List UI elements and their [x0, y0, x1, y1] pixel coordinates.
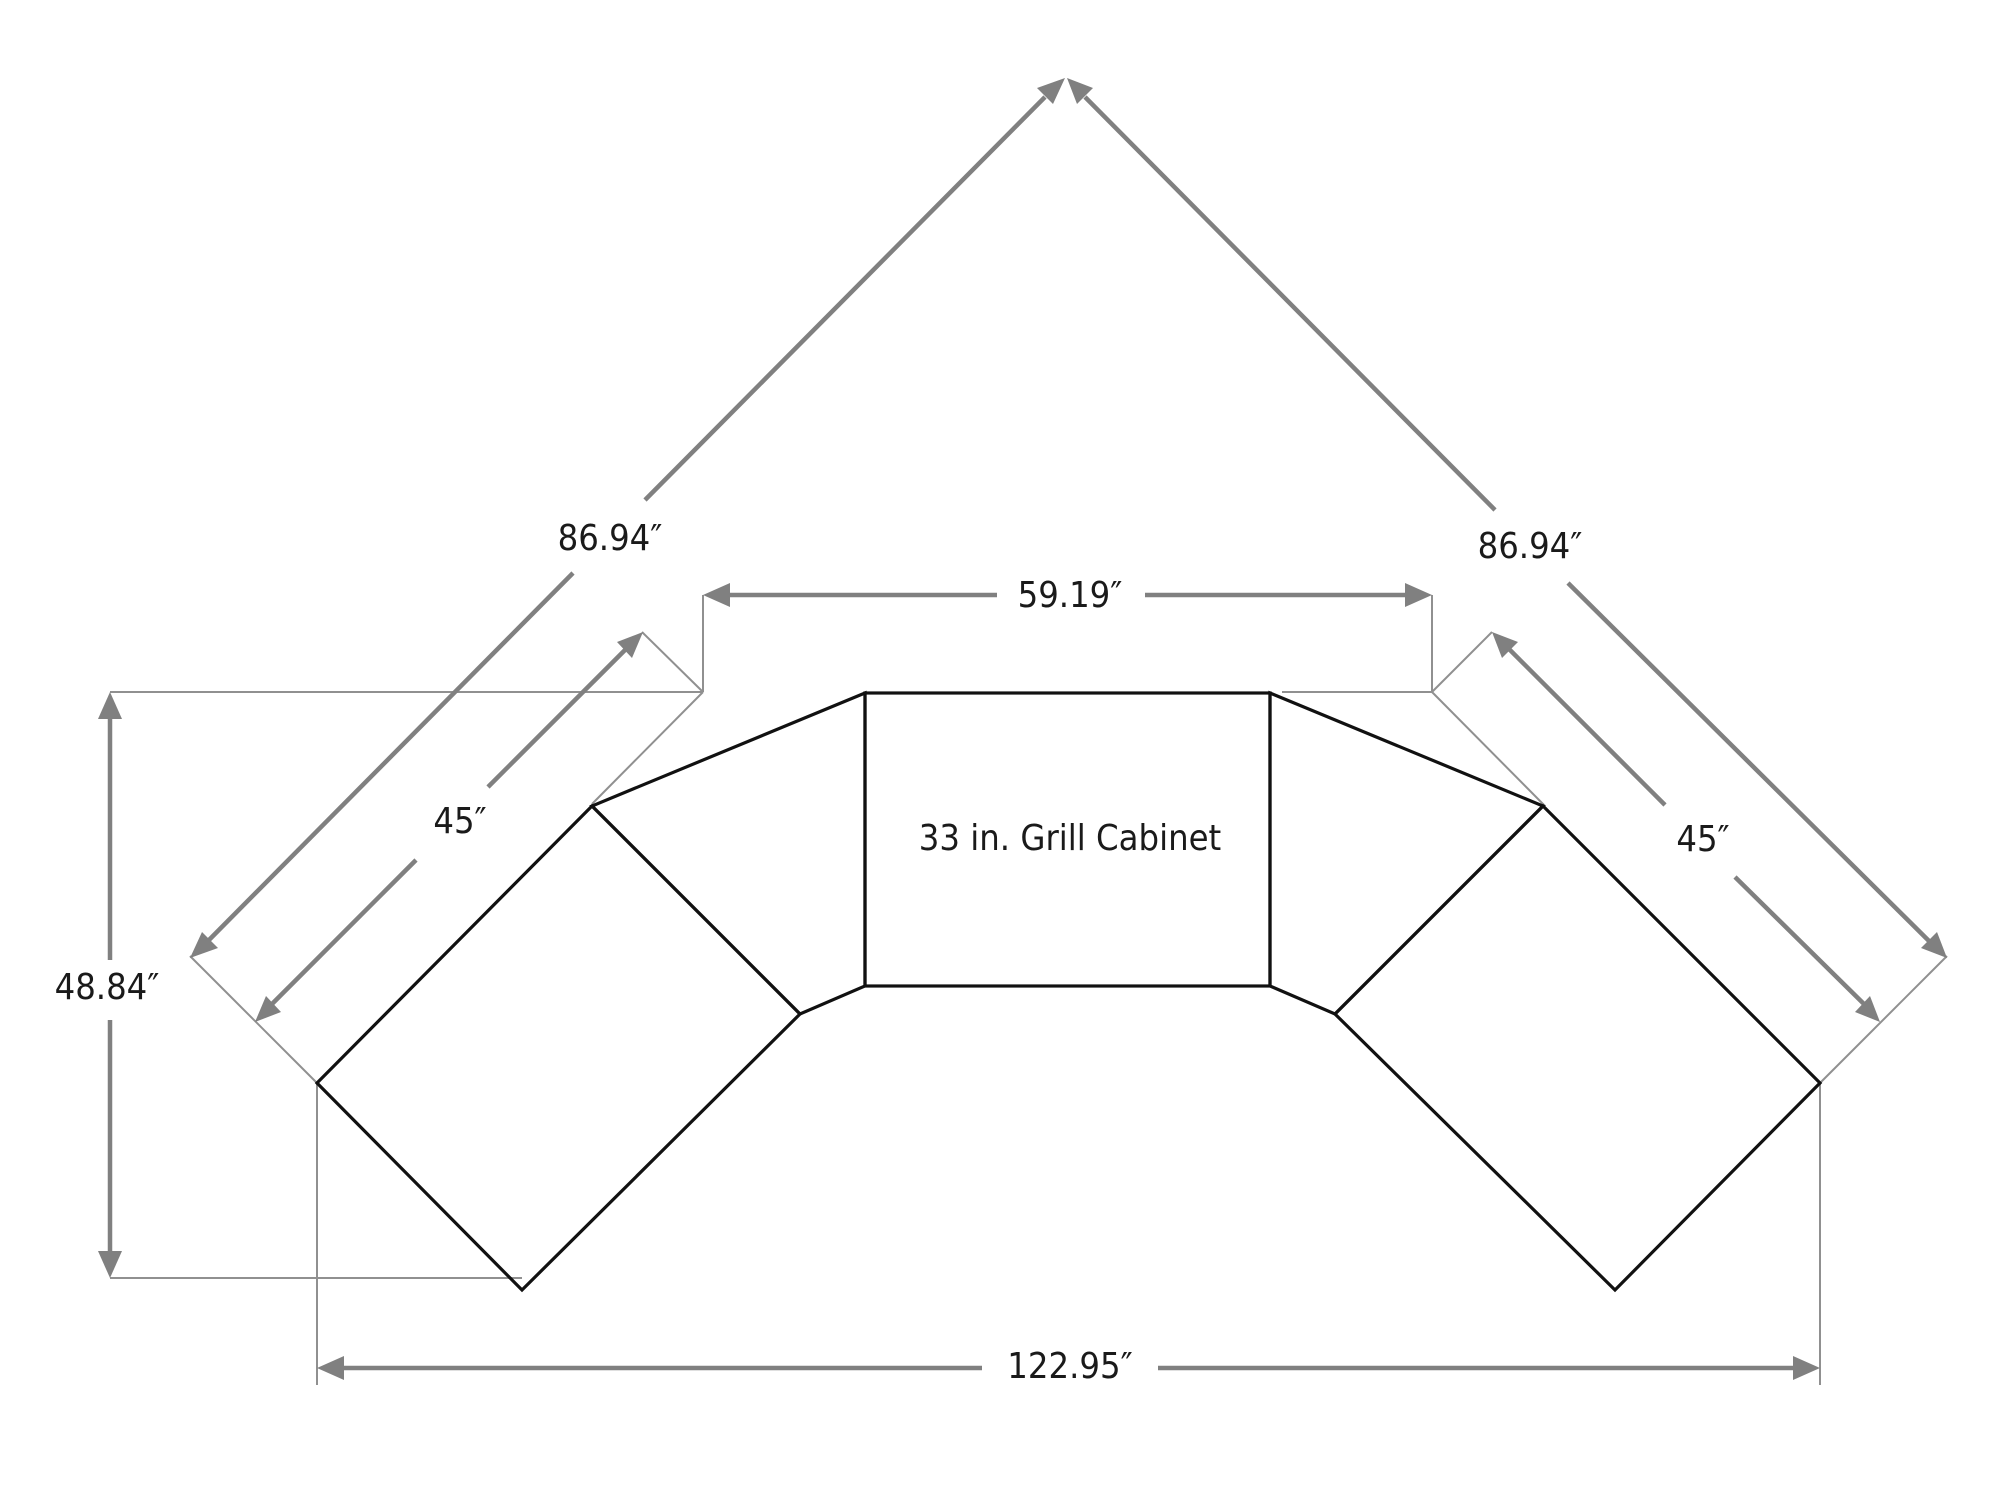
dimension-depth: 48.84″ [55, 967, 160, 1008]
arrow-left-inner-bottom [255, 996, 281, 1022]
arrow-left-inner-top [617, 632, 643, 658]
dimension-left-outer-run: 86.94″ [558, 518, 663, 559]
grill-cabinet-label: 33 in. Grill Cabinet [919, 818, 1221, 859]
right-inner-line-lower [1733, 875, 1868, 1008]
dimension-labels: 59.19″ 122.95″ 48.84″ 86.94″ 86.94″ 45″ … [55, 518, 1730, 1387]
arrow-overall-left [317, 1356, 344, 1380]
dimension-overall-width: 122.95″ [1007, 1346, 1132, 1387]
left-outer-line-upper [643, 95, 1047, 502]
right-end-cabinet [1332, 803, 1823, 1293]
arrow-heads [98, 78, 1947, 1380]
dimension-right-inner-run: 45″ [1676, 819, 1729, 860]
arrow-depth-top [98, 692, 122, 719]
right-inner-line-upper [1503, 643, 1667, 807]
arrow-left-outer-top [1037, 78, 1065, 104]
extension-lines [110, 595, 1948, 1385]
dimension-lines [107, 95, 1932, 1371]
left-outer-line-lower [205, 571, 575, 944]
arrow-right-inner-bottom [1855, 996, 1880, 1022]
arrow-right-inner-top [1492, 632, 1518, 658]
arrow-top-width-right [1405, 583, 1432, 607]
arrow-depth-bottom [98, 1251, 122, 1278]
right-outer-line-lower [1566, 581, 1932, 944]
arrow-left-outer-bottom [190, 932, 218, 958]
left-inner-line-upper [486, 643, 632, 789]
arrow-top-width-left [703, 583, 730, 607]
left-corner-section [589, 690, 867, 1016]
dimension-top-width: 59.19″ [1018, 575, 1123, 616]
arrow-right-outer-top [1067, 78, 1093, 104]
left-inner-line-lower [268, 858, 418, 1008]
cabinet-outline [314, 690, 1823, 1293]
arrow-overall-right [1793, 1356, 1820, 1380]
dimension-right-outer-run: 86.94″ [1478, 526, 1583, 567]
arrow-right-outer-bottom [1921, 932, 1947, 958]
left-end-cabinet [314, 803, 803, 1293]
right-corner-section [1268, 690, 1546, 1016]
right-outer-line-upper [1083, 95, 1497, 512]
dimension-left-inner-run: 45″ [433, 801, 486, 842]
